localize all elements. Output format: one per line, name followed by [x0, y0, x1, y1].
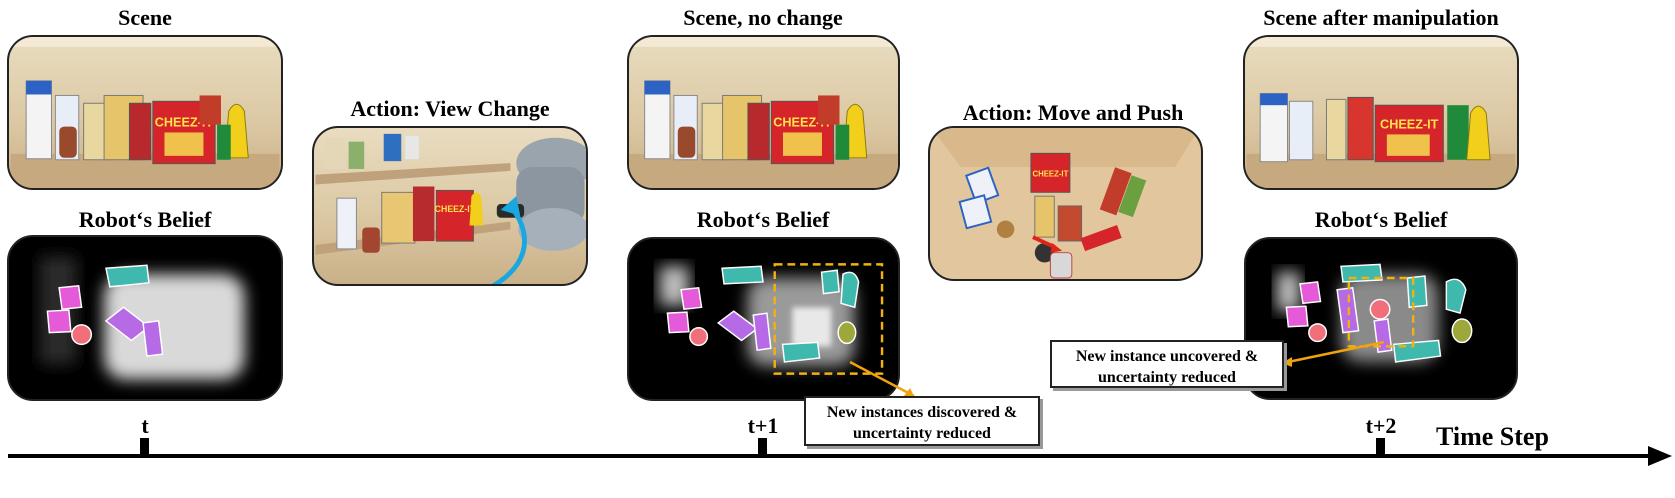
shelf-scene-illustration-2: CHEEZ-IT [629, 37, 898, 188]
belief-t1-map [627, 237, 900, 401]
scene-t2-title: Scene after manipulation [1263, 5, 1499, 30]
scene-t1-photo: CHEEZ-IT [627, 35, 900, 190]
time-axis-label: Time Step [1436, 422, 1549, 451]
move-push-illustration: CHEEZ-IT [931, 128, 1200, 279]
action-push-title: Action: Move and Push [962, 100, 1184, 125]
scene-t-photo: CHEEZ-IT [7, 35, 283, 190]
belief-map-illustration-2 [659, 263, 884, 375]
scene-t2-photo: CHEEZ-IT [1243, 35, 1519, 190]
cheezit-box-label-4: CHEEZ-IT [1032, 170, 1068, 179]
belief-t1-title: Robot‘s Belief [696, 207, 830, 232]
scene-t-title: Scene [118, 5, 172, 30]
callout-t1-line2: uncertainty reduced [853, 425, 991, 442]
scene-t1-title: Scene, no change [683, 5, 843, 30]
tick-mark-t2 [1376, 438, 1385, 456]
callout-t2-line2: uncertainty reduced [1098, 369, 1236, 386]
callout-arrowhead-t1 [904, 388, 914, 396]
belief-t2-title: Robot‘s Belief [1314, 207, 1448, 232]
action-view-photo: CHEEZ-IT [312, 126, 588, 286]
tick-label-t2: t+2 [1365, 413, 1397, 438]
callout-t2-line1: New instance uncovered & [1075, 348, 1259, 365]
cheezit-box-label: CHEEZ-IT [155, 116, 214, 130]
action-view-title: Action: View Change [350, 96, 550, 121]
callout-arrow-t2 [1287, 340, 1385, 364]
callout-t1: New instances discovered & uncertainty r… [804, 396, 1040, 446]
view-change-illustration: CHEEZ-IT [315, 133, 586, 284]
cheezit-box-label-3: CHEEZ-IT [773, 116, 832, 130]
belief-t-title: Robot‘s Belief [78, 207, 212, 232]
shelf-scene-illustration: CHEEZ-IT [10, 37, 280, 188]
belief-map-illustration [39, 256, 245, 380]
tick-mark-t1 [758, 438, 767, 456]
tick-label-t: t [141, 413, 149, 438]
action-push-photo: CHEEZ-IT [928, 126, 1203, 281]
callout-arrow-t1 [849, 360, 915, 398]
belief-t-map [7, 235, 283, 401]
callout-t2: New instance uncovered & uncertainty red… [1050, 340, 1284, 388]
belief-map-illustration-3 [1276, 263, 1473, 363]
cheezit-box-label-2: CHEEZ-IT [435, 204, 476, 214]
tick-label-t1: t+1 [747, 413, 779, 438]
tick-mark-t [140, 438, 149, 456]
cheezit-box-label-5: CHEEZ-IT [1380, 118, 1439, 132]
shelf-scene-illustration-3: CHEEZ-IT [1246, 37, 1516, 188]
belief-t2-map [1244, 237, 1518, 400]
time-axis-arrowhead [1648, 446, 1672, 466]
callout-arrowhead-t2 [1282, 357, 1292, 367]
callout-t1-line1: New instances discovered & [826, 404, 1018, 421]
